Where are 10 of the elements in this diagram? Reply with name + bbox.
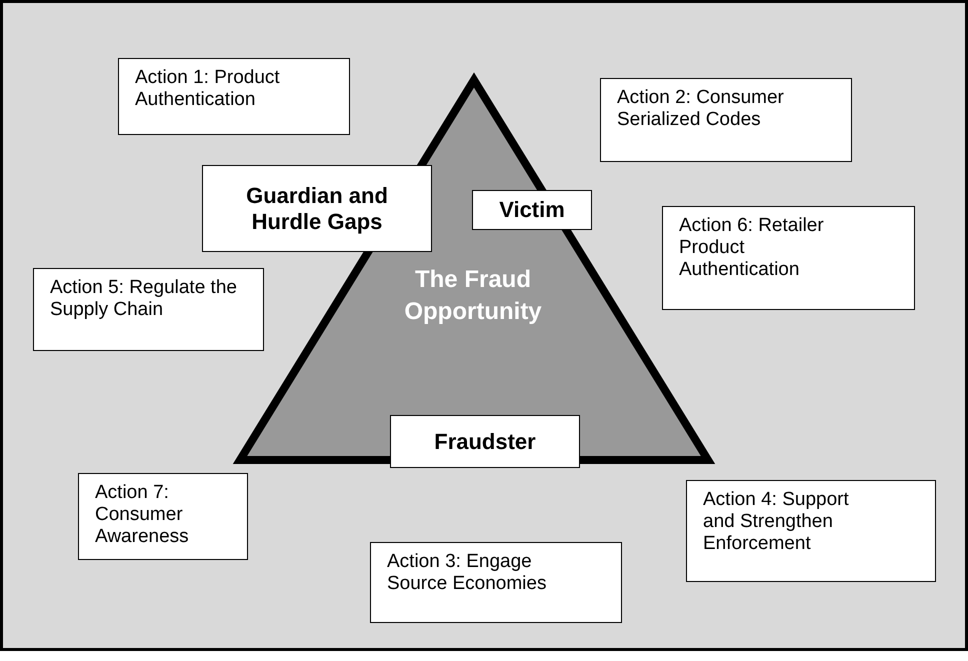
action-box: Action 1: Product Authentication — [118, 58, 350, 135]
action-box: Action 7: Consumer Awareness — [78, 473, 248, 560]
action-box: Action 4: Support and Strengthen Enforcement — [686, 480, 936, 582]
action-box: Action 3: Engage Source Economies — [370, 542, 622, 623]
action-box: Action 6: Retailer Product Authentication — [662, 206, 915, 310]
action-box: Action 5: Regulate the Supply Chain — [33, 268, 264, 351]
label-box: Fraudster — [390, 415, 580, 468]
triangle-title: The Fraud Opportunity — [403, 265, 543, 327]
label-box: Guardian and Hurdle Gaps — [202, 165, 432, 252]
action-box: Action 2: Consumer Serialized Codes — [600, 78, 852, 162]
